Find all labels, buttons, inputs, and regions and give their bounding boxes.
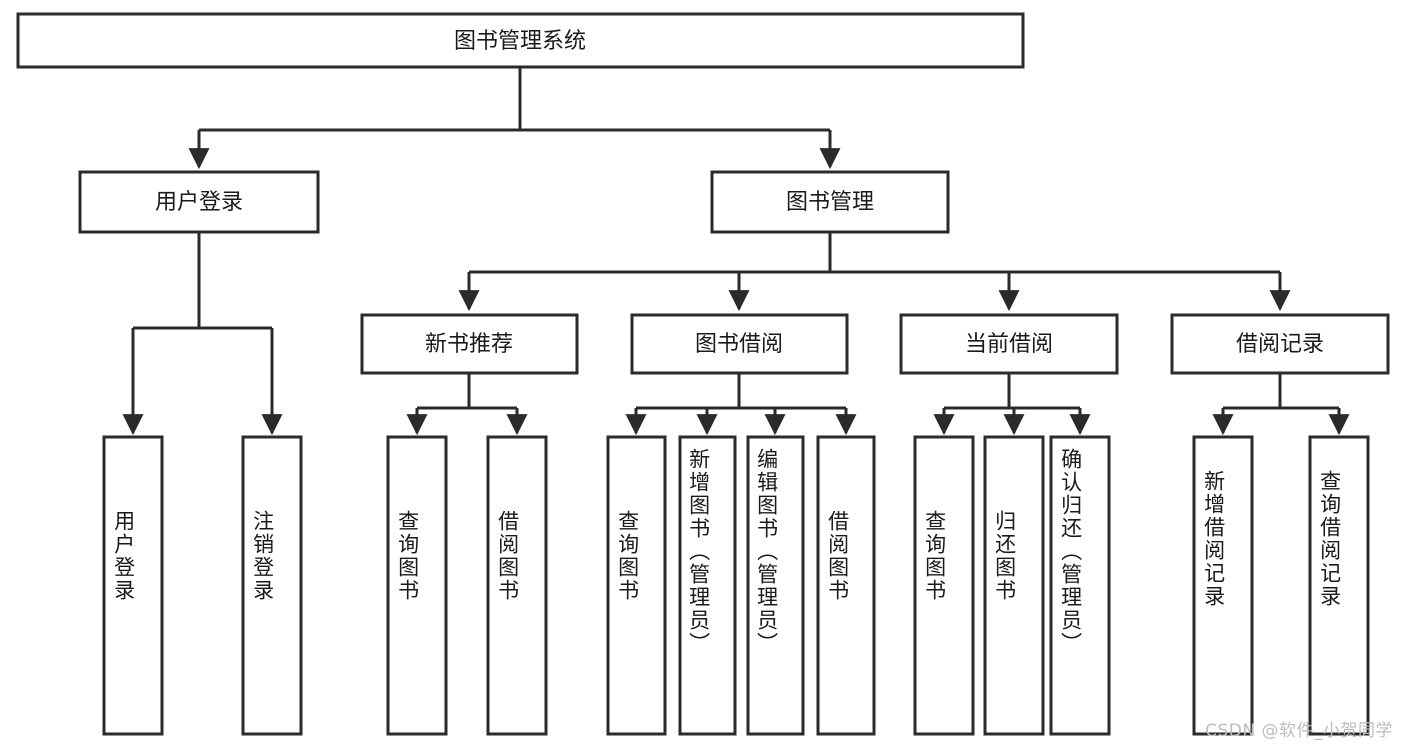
node-root-system-label: 图书管理系统 [454,29,586,54]
leaf-box-book-borrow-1[interactable] [606,435,667,736]
node-new-book-recommend[interactable]: 新书推荐 [360,313,579,375]
csdn-watermark: CSDN @软件_小贺同学 [1205,721,1393,741]
leaf-box-current-borrow-2[interactable] [983,435,1045,736]
node-user-login[interactable]: 用户登录 [78,170,320,234]
leaf-box-book-borrow-3[interactable] [746,435,805,736]
node-borrow-record[interactable]: 借阅记录 [1170,313,1390,375]
node-current-borrow-label: 当前借阅 [965,332,1053,357]
leaf-box-new-book-2[interactable] [486,435,548,736]
leaf-box-new-book-1[interactable] [386,435,448,736]
leaf-box-borrow-record-1[interactable] [1192,435,1254,736]
node-book-borrow-label: 图书借阅 [695,332,783,357]
node-root-system[interactable]: 图书管理系统 [16,12,1025,69]
node-book-borrow[interactable]: 图书借阅 [630,313,849,375]
leaf-box-current-borrow-3[interactable] [1049,435,1111,736]
leaf-box-book-borrow-2[interactable] [678,435,737,736]
leaf-box-user-login-1[interactable] [102,435,164,736]
node-book-management[interactable]: 图书管理 [710,170,950,234]
node-book-management-label: 图书管理 [786,190,874,215]
leaf-box-user-login-2[interactable] [241,435,303,736]
node-borrow-record-label: 借阅记录 [1236,332,1324,357]
node-user-login-label: 用户登录 [155,190,243,215]
node-new-book-recommend-label: 新书推荐 [425,332,513,357]
node-current-borrow[interactable]: 当前借阅 [899,313,1119,375]
leaf-box-book-borrow-4[interactable] [816,435,876,736]
leaf-box-current-borrow-1[interactable] [913,435,975,736]
leaf-box-borrow-record-2[interactable] [1308,435,1370,736]
